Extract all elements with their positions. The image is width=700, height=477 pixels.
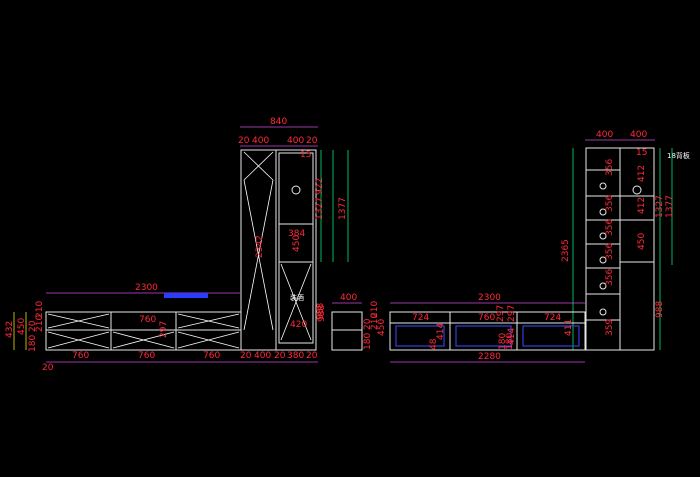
r-spacing-4: 356: [605, 243, 615, 260]
wine-diagonal-2: [280, 263, 312, 341]
side-height-180: 180: [363, 333, 373, 350]
downlight-icon: [291, 185, 301, 195]
r-top-part-0: 400: [596, 130, 613, 140]
r-light-icon-4: [599, 256, 607, 264]
door-diagonal-4: [243, 179, 274, 331]
r-drawer-panel-3: [522, 325, 580, 347]
left-height-210a: 210: [35, 315, 45, 332]
top-width-label: 840: [270, 117, 287, 127]
r-misc-180a: 180: [498, 333, 508, 350]
left-height-180: 180: [28, 335, 38, 352]
r-spacing-3: 356: [605, 219, 615, 236]
bench-x-1b: [47, 313, 110, 329]
r-inner-412a: 412: [637, 165, 647, 182]
bench-x-2b: [112, 331, 175, 349]
height-922: 922: [315, 178, 325, 195]
r-light-icon-3: [599, 232, 607, 240]
side-height-988: 988: [317, 305, 327, 322]
r-height-988: 988: [655, 301, 665, 318]
side-unit-outline: [331, 311, 363, 351]
r-height-1377: 1377: [665, 195, 675, 218]
top-part-1: 400: [252, 136, 269, 146]
left-height-432: 432: [5, 321, 15, 338]
r-downlight-icon: [632, 185, 642, 195]
bottom-part-3: 20: [274, 351, 286, 361]
left-height-20: 20: [28, 320, 38, 332]
side-height-210b: 210: [370, 301, 380, 318]
r-height-1327: 1327: [655, 195, 665, 218]
r-light-icon-6: [599, 308, 607, 316]
tall-cabinet-outline: [240, 149, 317, 351]
r-misc-48: 48: [429, 338, 439, 350]
side-height-210a: 210: [370, 313, 380, 330]
r-inner-412b: 412: [637, 197, 647, 214]
bench-x-4b: [47, 331, 110, 349]
top-part-3: 20: [306, 136, 318, 146]
side-height-450: 450: [377, 319, 387, 336]
inner-15: 15: [300, 150, 311, 160]
bottom-part-4: 380: [287, 351, 304, 361]
lower-height-988: 988: [316, 303, 326, 320]
top-part-0: 20: [238, 136, 250, 146]
inner-420: 420: [290, 320, 307, 330]
wine-label: 装酒: [290, 293, 304, 302]
r-section-760: 760: [478, 313, 495, 323]
bench-x-5b: [177, 331, 240, 349]
r-inner-414a: 414: [436, 323, 446, 340]
side-height-20: 20: [363, 318, 373, 330]
r-light-icon-1: [599, 182, 607, 190]
r-misc-180b: 180: [505, 333, 515, 350]
top-part-2: 400: [287, 136, 304, 146]
r-bench-total-width: 2300: [478, 293, 501, 303]
height-1327: 1327: [315, 197, 325, 220]
bottom-part-5: 20: [306, 351, 318, 361]
r-inner-450: 450: [637, 233, 647, 250]
bottom-part-1: 20: [240, 351, 252, 361]
section-760-3: 760: [203, 351, 220, 361]
side-unit-width: 400: [340, 293, 357, 303]
drawer-width-label: 760: [139, 315, 156, 325]
glass-panel: [164, 293, 208, 298]
r-section-724b: 724: [544, 313, 561, 323]
left-height-210b: 210: [35, 301, 45, 318]
r-light-icon-5: [599, 282, 607, 290]
r-inner-411: 411: [564, 319, 574, 336]
r-drawer-297a: 297: [496, 305, 506, 322]
r-bench-bottom-width: 2280: [478, 352, 501, 362]
r-spacing-5: 356: [605, 269, 615, 286]
r-section-724a: 724: [412, 313, 429, 323]
tv-bench-outline: [45, 311, 242, 351]
section-760-1: 760: [72, 351, 89, 361]
back-board-note: 18背板: [667, 151, 690, 160]
open-shelf-frame: [278, 152, 314, 344]
bench-total-width: 2300: [135, 283, 158, 293]
height-1377: 1377: [338, 197, 348, 220]
r-spacing-2: 356: [605, 195, 615, 212]
door-diagonal-2: [243, 151, 274, 181]
r-overall-height: 2365: [561, 239, 571, 262]
r-top-small: 15: [636, 148, 647, 158]
r-drawer-297b: 297: [507, 305, 517, 322]
r-top-part-1: 400: [630, 130, 647, 140]
drawer-height-label: 297: [159, 321, 169, 338]
overall-height-2342: 2342: [255, 235, 265, 258]
r-light-icon-2: [599, 208, 607, 216]
inner-450: 450: [292, 235, 302, 252]
r-drawer-panel-2: [455, 325, 512, 347]
bottom-part-2: 400: [254, 351, 271, 361]
left-height-450: 450: [17, 318, 27, 335]
left-elevation: 840 20 400 400 20 装酒 384 450 420 15 2342…: [5, 117, 349, 373]
r-drawer-panel-1: [395, 325, 445, 347]
r-spacing-6: 359: [605, 319, 615, 336]
bottom-part-0: 20: [42, 363, 54, 373]
inner-384: 384: [288, 229, 305, 239]
r-bench-outline: [389, 311, 586, 351]
r-inner-414b: 414: [507, 328, 517, 345]
r-spacing-1: 356: [605, 159, 615, 176]
right-elevation: 400 400 18背板 15 356 356 356 356 356 359 …: [317, 130, 690, 363]
section-760-2: 760: [138, 351, 155, 361]
bench-x-3b: [177, 313, 240, 329]
